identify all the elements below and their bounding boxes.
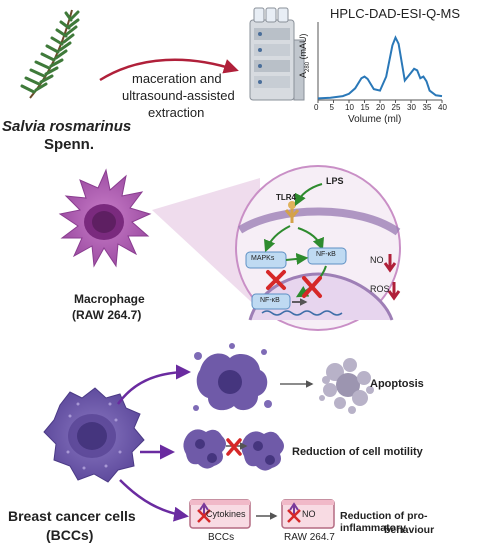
chart-x-label: Volume (ml): [348, 114, 402, 125]
damaged-cell-icon: [193, 343, 272, 411]
well-raw-label: RAW 264.7: [284, 532, 335, 543]
inflammation-label-line2: behaviour: [384, 524, 435, 536]
cytokines-label: Cytokines: [206, 509, 246, 519]
apoptotic-cell-icon: [319, 358, 374, 414]
bcc-label-line1: Breast cancer cells: [8, 508, 136, 524]
chart-x-tick-label: 35: [422, 103, 432, 112]
zoom-cone: [152, 178, 260, 310]
chart-y-label: A280 (mAU): [298, 33, 311, 78]
no-decrease-arrow: [383, 254, 397, 273]
migrating-cells-icon: [183, 429, 284, 471]
extraction-method-line3: extraction: [148, 105, 205, 120]
plant-species-label: Salvia rosmarinus: [2, 118, 132, 135]
chart-title: HPLC-DAD-ESI-Q-MS: [330, 6, 461, 21]
extraction-arrow: [99, 58, 239, 82]
signaling-zoom-panel: [235, 165, 401, 331]
arrow-to-inflammation: [119, 479, 189, 522]
breast-cancer-cell-icon: [43, 387, 145, 483]
well-no-label: NO: [302, 509, 316, 519]
extraction-method-line2: ultrasound-assisted: [122, 88, 235, 103]
plant-authority-label: Spenn.: [44, 136, 95, 153]
rosemary-sprig-icon: [20, 9, 80, 99]
no-label: NO: [370, 255, 384, 265]
hplc-chart: [317, 22, 443, 103]
macrophage-name: Macrophage: [74, 292, 145, 306]
extraction-method-line1: maceration and: [132, 71, 222, 86]
nfkb-nuc-label: NF-κB: [260, 297, 280, 304]
macrophage-cell-line: (RAW 264.7): [72, 308, 142, 322]
well-bcc-label: BCCs: [208, 532, 235, 543]
chart-x-tick-label: 25: [391, 103, 401, 112]
apoptosis-label: Apoptosis: [370, 378, 424, 390]
chart-x-tick-label: 20: [376, 103, 385, 112]
chart-x-tick-label: 30: [407, 103, 416, 112]
bcc-label-line2: (BCCs): [46, 527, 94, 543]
bcc-well-icon: [189, 499, 251, 529]
chart-y-label-suffix: (mAU): [298, 33, 308, 62]
chart-y-label-sub: 280: [304, 61, 311, 72]
chart-x-tick-label: 10: [345, 103, 354, 112]
ros-label: ROS: [370, 284, 390, 294]
arrow-to-apoptosis: [116, 364, 191, 405]
raw-well-icon: [281, 499, 335, 529]
tlr4-label: TLR4: [276, 193, 296, 202]
chart-x-tick-label: 0: [314, 103, 319, 112]
inhibit-x-icon: [266, 270, 322, 298]
hplc-instrument-icon: [249, 7, 305, 101]
chart-x-tick-label: 15: [360, 103, 370, 112]
chart-y-label-prefix: A: [298, 71, 308, 78]
motility-label: Reduction of cell motility: [292, 446, 423, 458]
mapks-label: MAPKs: [251, 255, 275, 262]
chart-x-tick-label: 5: [329, 103, 334, 112]
macrophage-cell-icon: [58, 168, 152, 268]
lps-label: LPS: [326, 176, 344, 186]
nfkb-nuc-box: [251, 293, 291, 310]
chromatogram-line: [317, 35, 443, 100]
chart-x-tick-label: 40: [438, 103, 447, 112]
inflammation-label-line1: Reduction of pro-inflammatory: [340, 510, 428, 534]
ros-decrease-arrow: [387, 282, 401, 301]
nfkb-cyto-label: NF-κB: [316, 251, 336, 258]
